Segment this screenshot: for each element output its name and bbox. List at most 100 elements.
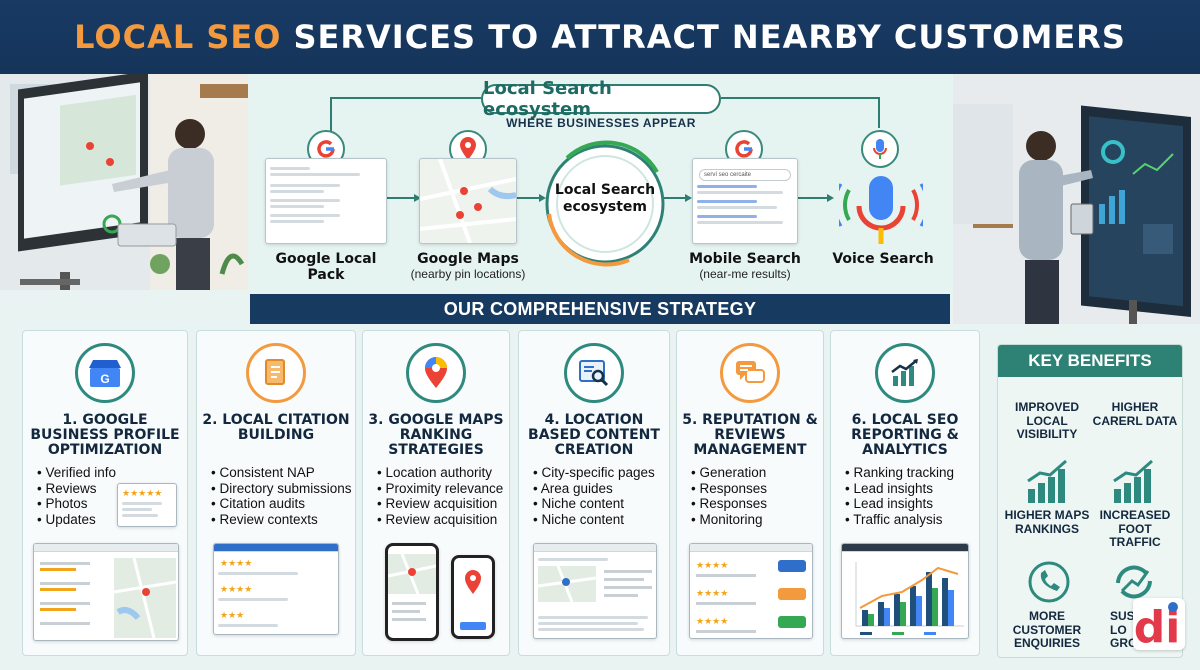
ecosystem-subheading: WHERE BUSINESSES APPEAR bbox=[506, 116, 696, 130]
node-maps-label: Google Maps bbox=[417, 251, 519, 267]
content-search-icon bbox=[564, 343, 624, 403]
analytics-dashboard-mockup bbox=[841, 543, 969, 639]
list-item: Consistent NAP bbox=[211, 465, 349, 481]
brand-logo: di bbox=[1133, 598, 1185, 653]
strategy-column-2: 2. LOCAL CITATION BUILDING Consistent NA… bbox=[196, 330, 356, 656]
list-item: Review acquisition bbox=[377, 496, 503, 512]
list-item: Reviews bbox=[37, 481, 181, 497]
star-rating-icon: ★★★★★ bbox=[122, 488, 163, 498]
mobile-search-mockup: serví seo cercaite bbox=[692, 158, 798, 244]
list-item: Photos bbox=[37, 496, 181, 512]
node-mobile-caption: (near-me results) bbox=[699, 267, 791, 281]
strategy-6-title: 6. LOCAL SEO REPORTING & ANALYTICS bbox=[851, 412, 959, 458]
city-map-illustration bbox=[537, 565, 652, 603]
svg-text:★★★★: ★★★★ bbox=[696, 617, 728, 627]
phone-map-illustration bbox=[388, 553, 436, 621]
map-illustration bbox=[419, 158, 517, 244]
analytics-bars-illustration bbox=[855, 562, 964, 635]
list-item: Responses bbox=[691, 481, 817, 497]
node-maps-caption: (nearby pin locations) bbox=[410, 267, 526, 281]
review-chat-icon bbox=[720, 343, 780, 403]
ecosystem-center-label: Local Search ecosystem bbox=[554, 182, 656, 215]
maps-pin-icon bbox=[406, 343, 466, 403]
strategy-column-1: G 1. GOOGLE BUSINESS PROFILE OPTIMIZATIO… bbox=[22, 330, 188, 656]
local-pack-mockup bbox=[265, 158, 387, 244]
phone-map-mockup bbox=[385, 543, 439, 641]
list-item: City-specific pages bbox=[533, 465, 663, 481]
strategy-5-list: Generation Responses Responses Monitorin… bbox=[691, 465, 817, 527]
list-item: Ranking tracking bbox=[845, 465, 973, 481]
photo-illustration-right bbox=[953, 74, 1200, 324]
list-item: Responses bbox=[691, 496, 817, 512]
benefit-foot-traffic: INCREASED FOOT TRAFFIC bbox=[1099, 508, 1171, 549]
list-item: Location authority bbox=[377, 465, 503, 481]
list-item: Generation bbox=[691, 465, 817, 481]
star-rating-icon: ★★★★ bbox=[220, 558, 253, 568]
star-rating-icon: ★★★ bbox=[220, 610, 245, 620]
svg-text:★★★★: ★★★★ bbox=[696, 589, 728, 599]
strategy-2-list: Consistent NAP Directory submissions Cit… bbox=[211, 465, 351, 528]
list-item: Area guides bbox=[533, 481, 663, 497]
list-item: Niche content bbox=[533, 496, 663, 512]
strategy-column-4: 4. LOCATION BASED CONTENT CREATION City-… bbox=[518, 330, 670, 656]
list-item: Verified info bbox=[37, 465, 181, 481]
benefit-carerl-data: HIGHER CARERL DATA bbox=[1092, 400, 1178, 428]
microphone-icon-small bbox=[861, 130, 899, 168]
refresh-growth-icon bbox=[1116, 565, 1152, 599]
photo-man-at-dashboard bbox=[953, 74, 1200, 324]
strategy-3-list: Location authority Proximity relevance R… bbox=[377, 465, 503, 527]
mobile-search-query: serví seo cercaite bbox=[699, 169, 791, 181]
list-item: Review contexts bbox=[211, 512, 349, 528]
list-item: Lead insights bbox=[845, 496, 973, 512]
profile-listing-mockup bbox=[33, 543, 179, 641]
strategy-column-3: 3. GOOGLE MAPS RANKING STRATEGIES Locati… bbox=[362, 330, 510, 656]
benefit-customer-enquiries: MORE CUSTOMER ENQUIRIES bbox=[1012, 609, 1082, 650]
benefit-visibility: IMPROVED LOCAL VISIBILITY bbox=[1014, 400, 1079, 441]
strategy-column-6: 6. LOCAL SEO REPORTING & ANALYTICS Ranki… bbox=[830, 330, 980, 656]
city-page-mockup bbox=[533, 543, 657, 639]
citation-document-icon bbox=[246, 343, 306, 403]
growth-chart-icon bbox=[1113, 459, 1153, 503]
title-rest: SERVICES TO ATTRACT NEARBY CUSTOMERS bbox=[293, 18, 1126, 56]
list-item: Monitoring bbox=[691, 512, 817, 528]
list-item: Review acquisition bbox=[377, 512, 503, 528]
node-mobile-label: Mobile Search bbox=[689, 251, 801, 267]
title-bar: LOCAL SEO SERVICES TO ATTRACT NEARBY CUS… bbox=[0, 0, 1200, 74]
benefit-maps-rankings: HIGHER MAPS RANKINGS bbox=[1004, 508, 1090, 536]
ecosystem-panel: Local Search ecosystem WHERE BUSINESSES … bbox=[249, 74, 951, 292]
star-rating-icon: ★★★★ bbox=[220, 584, 253, 594]
phone-pin-mockup bbox=[451, 555, 495, 639]
reviews-mockup: ★★★★ ★★★★ ★★★★ bbox=[689, 543, 813, 639]
strategy-5-title: 5. REPUTATION & REVIEWS MANAGEMENT bbox=[682, 412, 818, 458]
strategy-4-list: City-specific pages Area guides Niche co… bbox=[533, 465, 663, 527]
citation-listing-mockup: ★★★★ ★★★★ ★★★ bbox=[213, 543, 339, 635]
strategy-1-list: Verified info Reviews Photos Updates bbox=[37, 465, 181, 527]
list-item: Traffic analysis bbox=[845, 512, 973, 528]
strategy-1-title: 1. GOOGLE BUSINESS PROFILE OPTIMIZATION bbox=[30, 412, 180, 458]
google-g-icon bbox=[307, 130, 345, 168]
brand-logo-mark: di bbox=[1134, 602, 1180, 653]
list-item: Lead insights bbox=[845, 481, 973, 497]
phone-icon bbox=[1028, 561, 1070, 603]
list-item: Directory submissions bbox=[211, 481, 351, 497]
photo-illustration-left bbox=[0, 74, 248, 290]
svg-text:★★★★: ★★★★ bbox=[696, 561, 728, 571]
benefits-heading: KEY BENEFITS bbox=[998, 345, 1182, 377]
node-voice-label: Voice Search bbox=[832, 251, 934, 267]
reviews-illustration: ★★★★ ★★★★ ★★★★ bbox=[696, 560, 806, 633]
voice-microphone-icon bbox=[839, 176, 923, 244]
strategy-6-list: Ranking tracking Lead insights Lead insi… bbox=[845, 465, 973, 527]
ecosystem-connectors bbox=[330, 97, 880, 267]
list-item: Proximity relevance bbox=[377, 481, 503, 497]
strategy-2-title: 2. LOCAL CITATION BUILDING bbox=[202, 412, 350, 443]
strategy-3-title: 3. GOOGLE MAPS RANKING STRATEGIES bbox=[368, 412, 504, 458]
strategy-heading: OUR COMPREHENSIVE STRATEGY bbox=[250, 294, 950, 324]
rating-card-mockup: ★★★★★ bbox=[117, 483, 177, 527]
svg-text:G: G bbox=[100, 372, 109, 386]
ecosystem-heading: Local Search ecosystem bbox=[481, 78, 721, 120]
list-item: Updates bbox=[37, 512, 181, 528]
google-maps-mockup bbox=[419, 158, 517, 244]
node-local-pack-label: Google Local Pack bbox=[275, 251, 377, 283]
analytics-chart-icon bbox=[875, 343, 935, 403]
strategy-column-5: 5. REPUTATION & REVIEWS MANAGEMENT Gener… bbox=[676, 330, 824, 656]
